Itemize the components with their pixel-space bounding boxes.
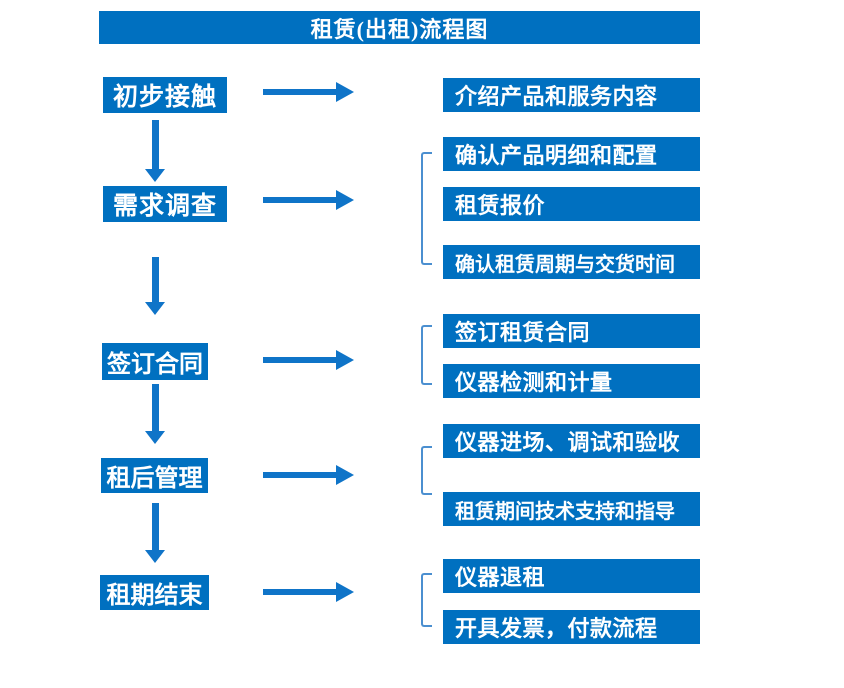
step-box-post-rental-management: 租后管理: [101, 458, 208, 493]
arrow-shaft: [263, 197, 336, 203]
arrow-shaft: [263, 357, 336, 363]
group-bracket-icon: [421, 152, 432, 265]
step-box-initial-contact: 初步接触: [103, 77, 227, 113]
arrow-shaft: [263, 589, 336, 595]
arrow-head: [145, 550, 165, 563]
arrow-head: [336, 82, 354, 102]
group-bracket-icon: [421, 446, 432, 495]
detail-box-instrument-setup-acceptance: 仪器进场、调试和验收: [443, 424, 700, 458]
arrow-head: [145, 431, 165, 444]
arrow-head: [336, 190, 354, 210]
down-arrow-icon: [143, 120, 168, 182]
arrow-head: [145, 302, 165, 315]
group-bracket-icon: [421, 573, 432, 627]
detail-box-sign-rental-contract: 签订租赁合同: [443, 314, 700, 348]
diagram-title: 租赁(出租)流程图: [99, 11, 700, 44]
detail-box-confirm-rental-period-delivery: 确认租赁周期与交货时间: [443, 245, 700, 279]
arrow-head: [145, 169, 165, 182]
detail-box-confirm-product-details: 确认产品明细和配置: [443, 137, 700, 171]
arrow-shaft: [152, 257, 159, 303]
group-bracket-icon: [421, 325, 432, 385]
arrow-shaft: [263, 472, 336, 478]
arrow-shaft: [152, 384, 159, 432]
down-arrow-icon: [143, 384, 168, 444]
detail-box-instrument-testing-metering: 仪器检测和计量: [443, 364, 700, 398]
arrow-head: [336, 582, 354, 602]
right-arrow-icon: [263, 79, 354, 105]
right-arrow-icon: [263, 462, 354, 488]
detail-box-invoice-payment-process: 开具发票，付款流程: [443, 610, 700, 644]
arrow-shaft: [152, 120, 159, 170]
right-arrow-icon: [263, 187, 354, 213]
detail-box-technical-support-guidance: 租赁期间技术支持和指导: [443, 492, 700, 526]
detail-box-rental-quote: 租赁报价: [443, 187, 700, 221]
right-arrow-icon: [263, 347, 354, 373]
step-box-sign-contract: 签订合同: [102, 343, 208, 380]
down-arrow-icon: [143, 257, 168, 315]
step-box-demand-survey: 需求调查: [103, 186, 227, 222]
step-box-lease-end: 租期结束: [100, 575, 209, 610]
arrow-head: [336, 350, 354, 370]
detail-box-instrument-return: 仪器退租: [443, 559, 700, 593]
right-arrow-icon: [263, 579, 354, 605]
down-arrow-icon: [143, 503, 168, 563]
detail-box-introduce-products-services: 介绍产品和服务内容: [443, 78, 700, 112]
arrow-head: [336, 465, 354, 485]
arrow-shaft: [152, 503, 159, 551]
arrow-shaft: [263, 89, 336, 95]
